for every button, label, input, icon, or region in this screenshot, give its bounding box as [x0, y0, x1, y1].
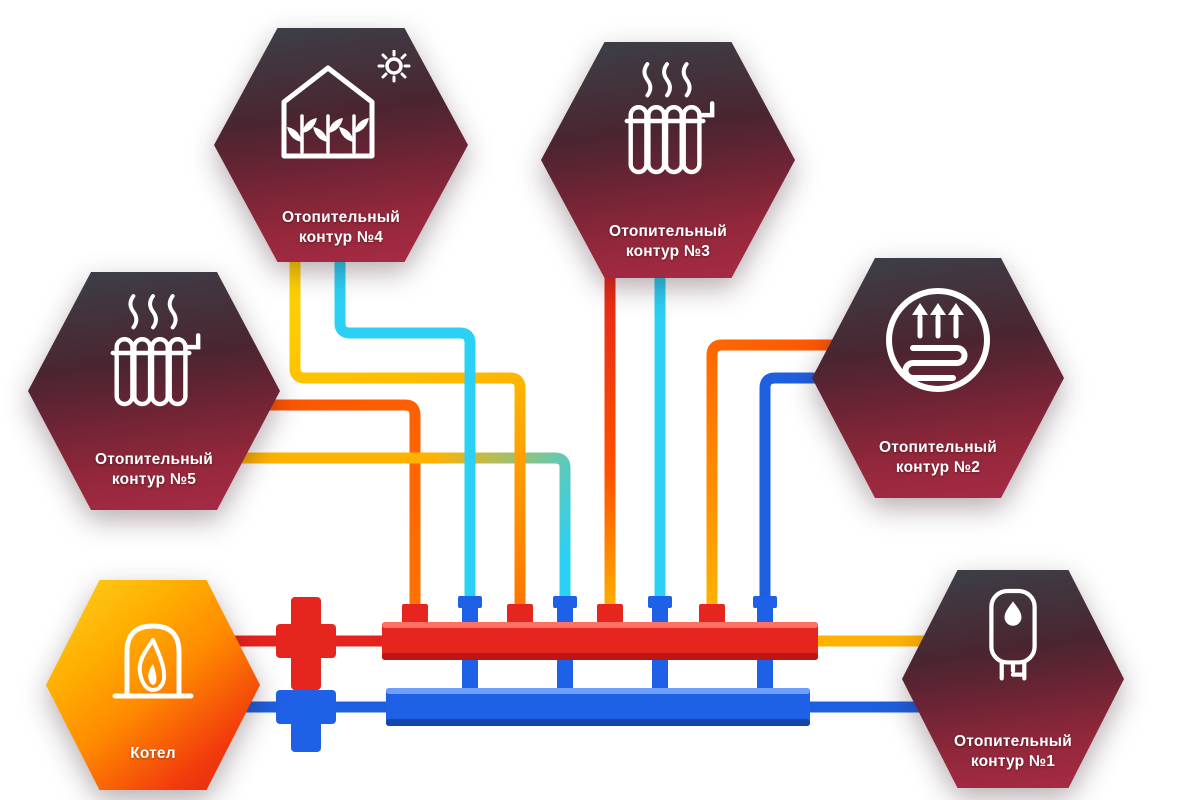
flame-icon	[137, 638, 167, 692]
return-bar-shade	[386, 719, 810, 726]
pipe-circuit5-return	[238, 452, 571, 602]
pipes	[215, 246, 938, 713]
supply-bar-shade	[382, 653, 818, 660]
hexagon-circuit-3: Отопительный контур №3	[541, 42, 795, 278]
radiator-icon	[624, 62, 715, 175]
node-label-line1: Отопительный	[954, 732, 1072, 750]
manifold	[382, 596, 818, 726]
pipe-circuit4-return	[334, 246, 476, 602]
node-label-line2: контур №2	[895, 458, 981, 476]
node-circuit-1: Отопительный контур №1	[902, 570, 1124, 788]
radiator-icon	[110, 294, 201, 407]
node-label: Котел	[46, 744, 260, 764]
mixing-unit-blue-arm	[276, 690, 336, 724]
pipe-circuit2-return	[759, 372, 826, 602]
hexagon-circuit-1: Отопительный контур №1	[902, 570, 1124, 788]
pipe-circuit4-supply	[289, 246, 526, 616]
greenhouse-icon	[281, 50, 411, 159]
node-label-line2: контур №1	[970, 752, 1056, 770]
supply-port	[507, 604, 533, 626]
riser-collar	[753, 596, 777, 608]
hexagon-boiler: Котел	[46, 580, 260, 790]
node-label-line1: Отопительный	[282, 208, 400, 226]
node-label: Отопительный контур №4	[214, 208, 468, 248]
mixing-unit-red-arm	[276, 624, 336, 658]
underfloor-heating-icon	[886, 288, 990, 392]
return-bar-highlight	[386, 688, 810, 694]
fire-boiler-icon	[112, 623, 194, 699]
node-label-line1: Отопительный	[879, 438, 997, 456]
mixing-unit	[276, 597, 336, 752]
node-label: Отопительный контур №1	[902, 732, 1124, 772]
hexagon-circuit-2: Отопительный контур №2	[812, 258, 1064, 498]
node-boiler: Котел	[46, 580, 260, 790]
node-label: Отопительный контур №2	[812, 438, 1064, 478]
supply-port	[699, 604, 725, 626]
node-circuit-3: Отопительный контур №3	[541, 42, 795, 278]
node-label-line1: Отопительный	[609, 222, 727, 240]
node-label-line2: контур №5	[111, 470, 197, 488]
supply-port	[402, 604, 428, 626]
node-circuit-5: Отопительный контур №5	[28, 272, 280, 510]
supply-manifold-bar	[382, 622, 818, 660]
steam-icon	[642, 62, 692, 98]
return-manifold-bar	[386, 688, 810, 726]
node-label: Отопительный контур №3	[541, 222, 795, 262]
water-heater-icon	[989, 588, 1037, 681]
node-label-line2: контур №3	[625, 242, 711, 260]
node-label-line2: контур №4	[298, 228, 384, 246]
supply-port	[597, 604, 623, 626]
riser-collar	[648, 596, 672, 608]
node-label-line1: Отопительный	[95, 450, 213, 468]
node-circuit-2: Отопительный контур №2	[812, 258, 1064, 498]
sun-icon	[377, 50, 411, 83]
steam-icon	[128, 294, 178, 330]
pipe-circuit5-supply	[238, 399, 421, 616]
drop-icon	[1004, 601, 1022, 626]
node-label: Отопительный контур №5	[28, 450, 280, 490]
supply-bar-highlight	[382, 622, 818, 628]
hexagon-circuit-4: Отопительный контур №4	[214, 28, 468, 262]
pipe-circuit2-supply	[706, 339, 852, 616]
node-label-line1: Котел	[130, 744, 176, 762]
hexagon-circuit-5: Отопительный контур №5	[28, 272, 280, 510]
riser-collar	[458, 596, 482, 608]
node-circuit-4: Отопительный контур №4	[214, 28, 468, 262]
riser-collar	[553, 596, 577, 608]
